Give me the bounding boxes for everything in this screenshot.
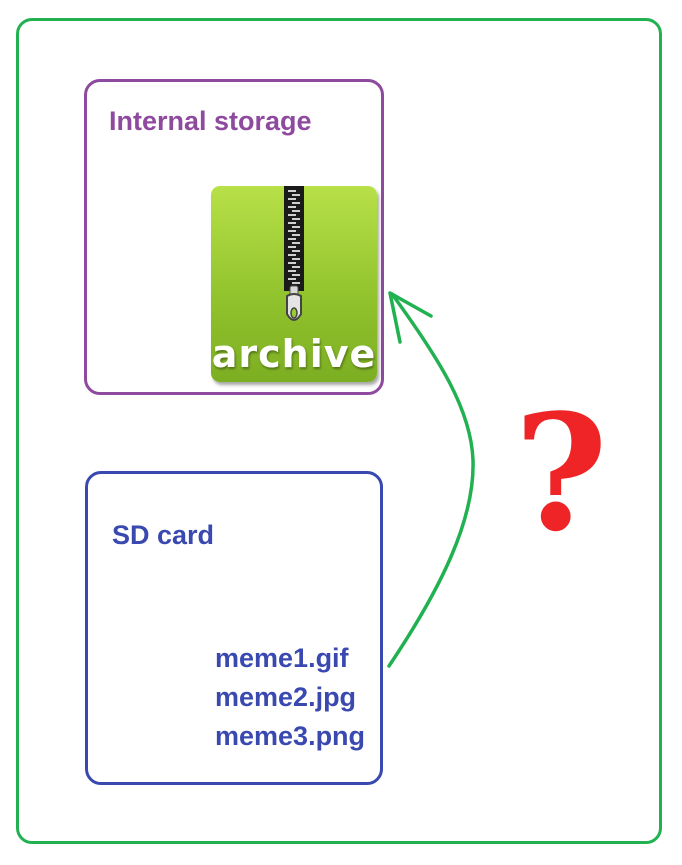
zipper-tooth [288, 278, 296, 280]
archive-icon: archive [211, 186, 377, 382]
arrow-head [388, 291, 433, 344]
zipper-tooth [292, 266, 300, 268]
zipper-tooth [288, 222, 296, 224]
file-item: meme2.jpg [215, 682, 357, 712]
file-item: meme1.gif [215, 643, 349, 673]
outer-frame [16, 18, 662, 844]
internal-storage-box: Internal storage archive [84, 79, 384, 395]
zipper-tooth [288, 270, 296, 272]
zipper-tooth [292, 242, 300, 244]
zipper-tooth [292, 210, 300, 212]
file-item: meme3.png [215, 721, 366, 751]
zipper-tooth [288, 238, 296, 240]
zipper-tooth [288, 254, 296, 256]
zipper-tooth [288, 190, 296, 192]
zipper-graphic [284, 186, 304, 321]
archive-label: archive [211, 332, 377, 376]
sd-card-title: SD card [112, 520, 215, 550]
zipper-tooth [292, 282, 300, 284]
zipper-tooth [288, 206, 296, 208]
zipper-tooth [292, 234, 300, 236]
sd-card-box: SD card meme1.gif meme2.jpg meme3.png [85, 471, 383, 785]
zipper-tooth [288, 246, 296, 248]
file-list: meme1.gif meme2.jpg meme3.png [215, 639, 365, 756]
zipper-tooth [292, 274, 300, 276]
zipper-tooth [292, 194, 300, 196]
zipper-tooth [288, 214, 296, 216]
zipper-tooth [292, 226, 300, 228]
internal-storage-title: Internal storage [109, 106, 312, 136]
zipper-tooth [292, 202, 300, 204]
zipper-tooth [292, 218, 300, 220]
zipper-pull-hole [290, 307, 298, 319]
arrow-shaft [387, 292, 475, 668]
question-mark: ? [514, 379, 608, 567]
zipper-teeth [288, 190, 300, 284]
zipper-tooth [292, 258, 300, 260]
zipper-tooth [292, 250, 300, 252]
zipper-tooth [288, 262, 296, 264]
zipper-tooth [288, 230, 296, 232]
zipper-tooth [288, 198, 296, 200]
